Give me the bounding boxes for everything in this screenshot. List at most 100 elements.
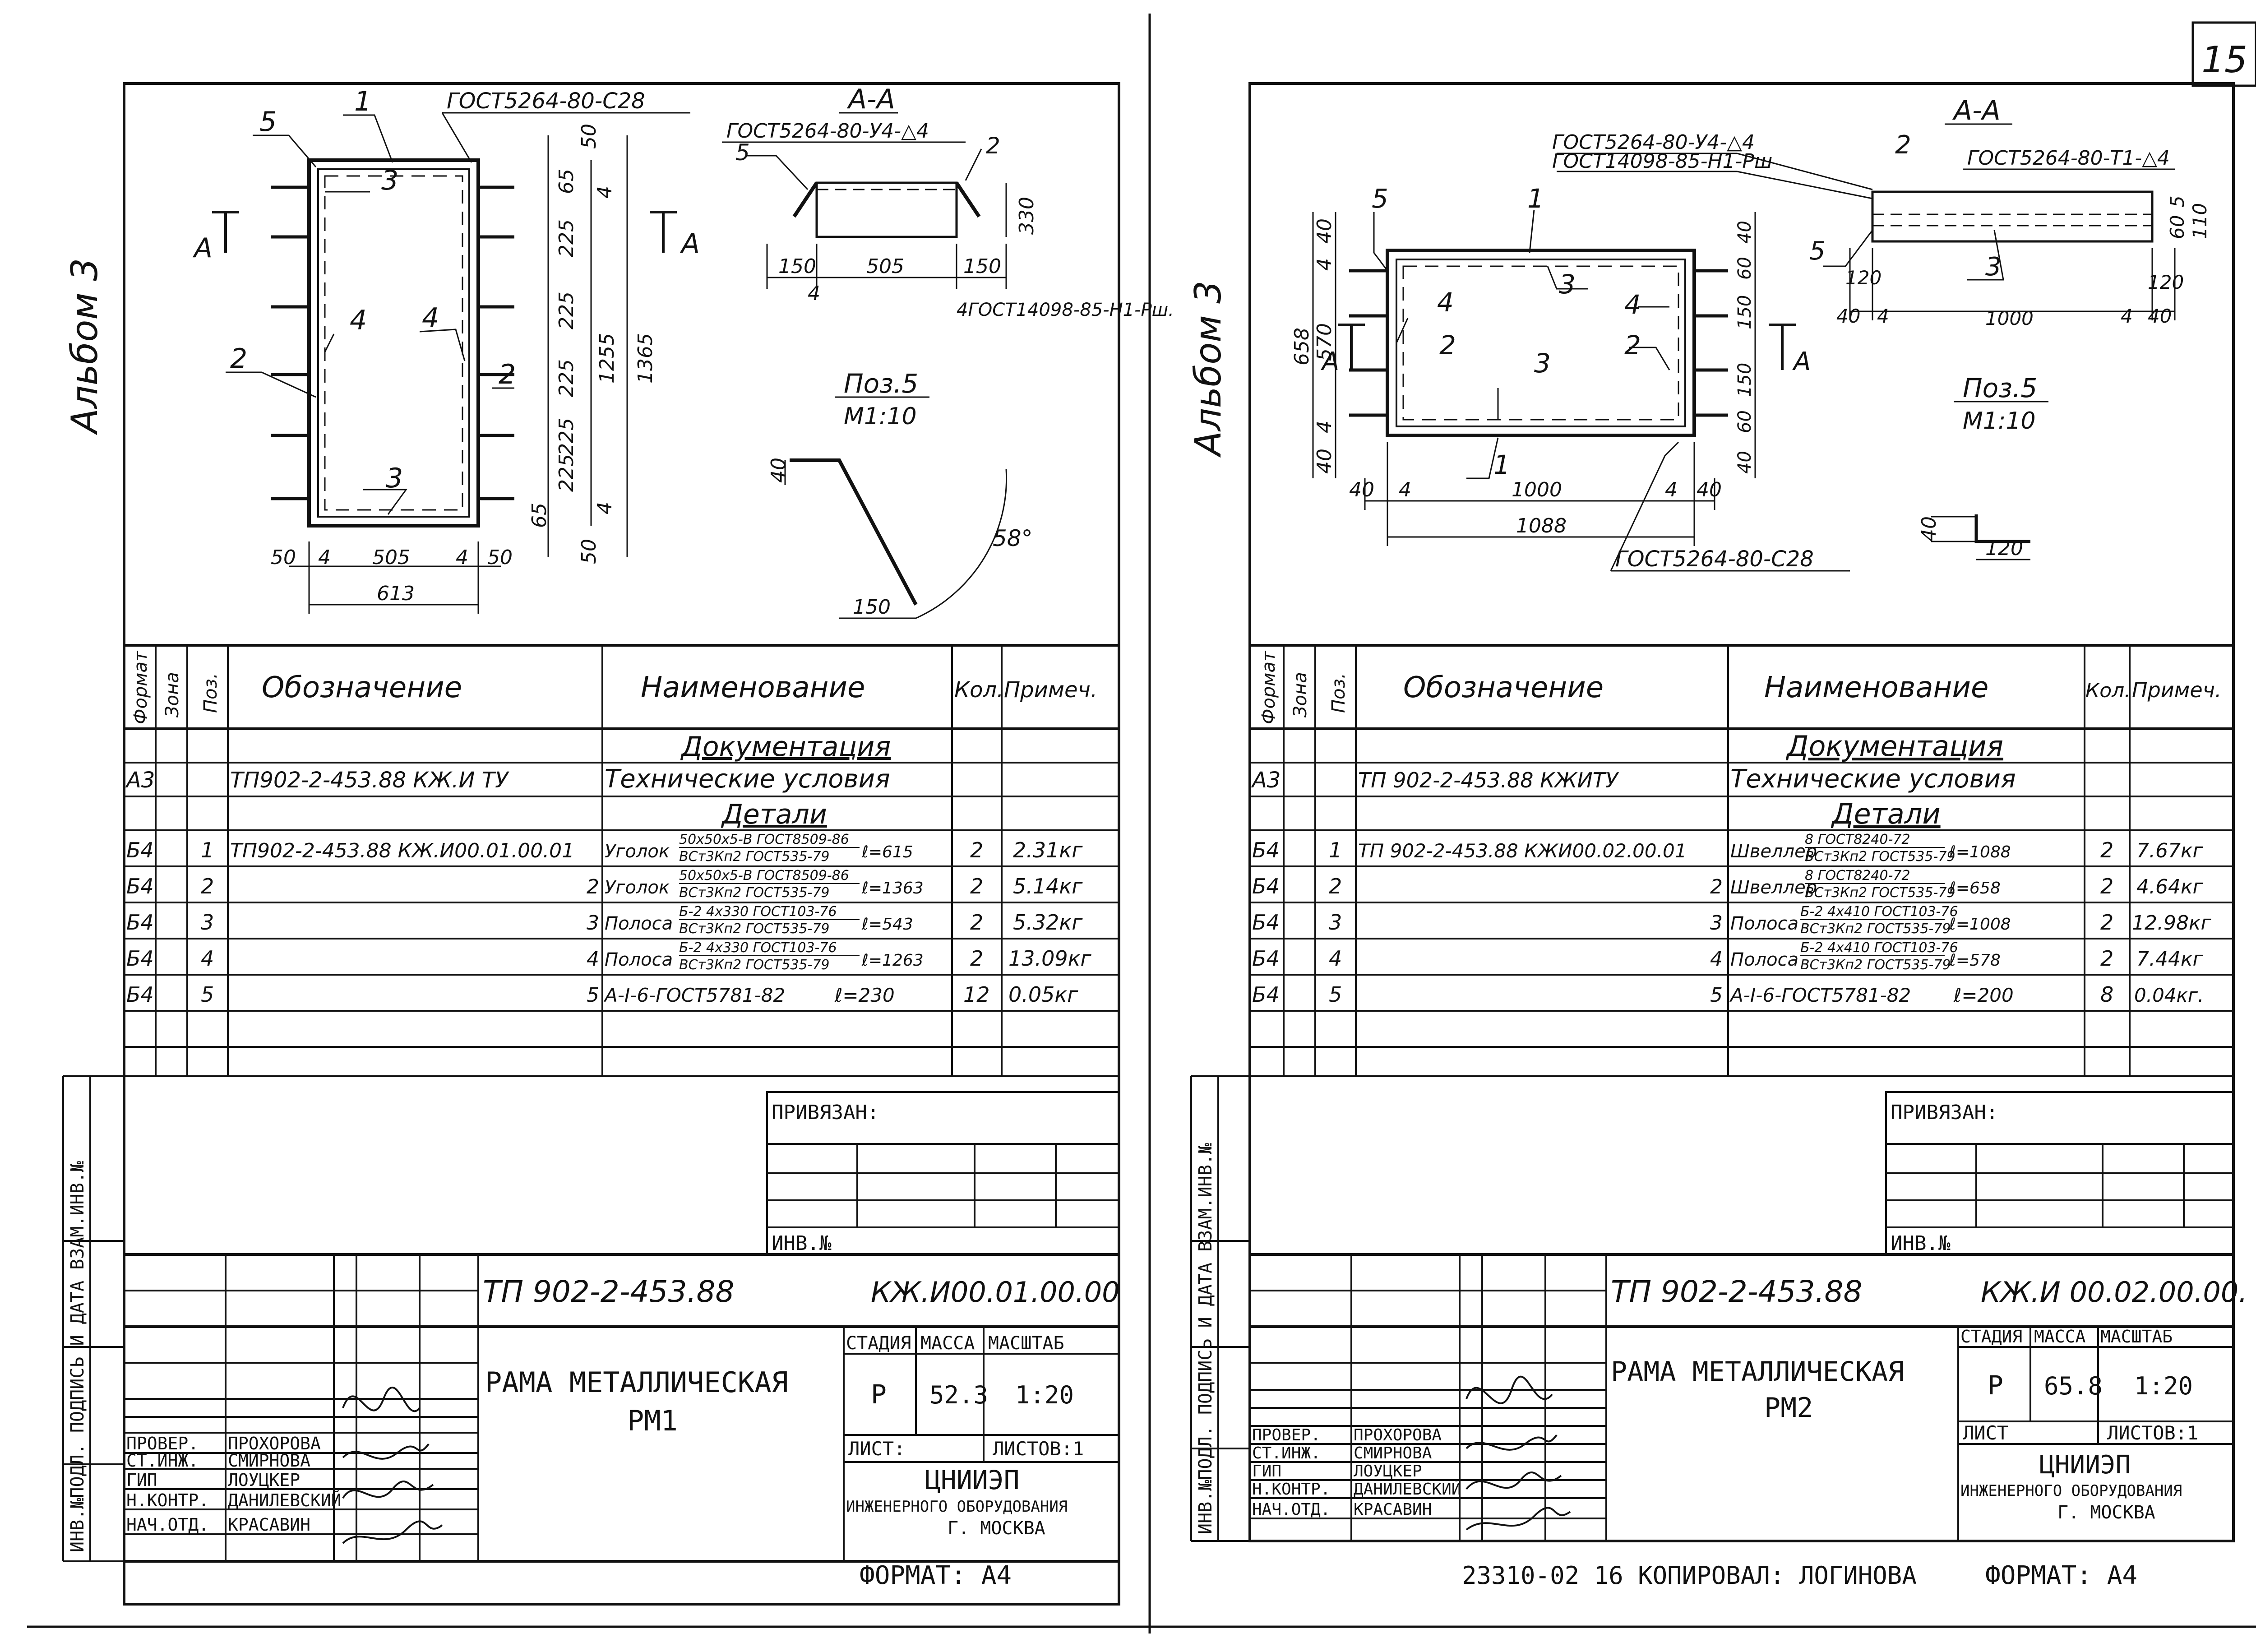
bottom-dimensions-rm1: 50 4 505 4 50 613 <box>271 546 513 605</box>
right-dimensions-rm2: 40 60 150 150 60 40 <box>1734 221 1755 474</box>
role-name: ЛОУЦКЕР <box>1354 1462 1422 1481</box>
row-pos: 5 <box>1329 982 1342 1007</box>
dim: 570 <box>1313 323 1336 361</box>
header-name: Наименование <box>641 671 865 704</box>
header-designation: Обозначение <box>1403 671 1604 704</box>
row-spec-top: Б-2 4х330 ГОСТ103-76 <box>679 940 837 956</box>
section-aa-rm1: А-А ГОСТ5264-80-У4-△4 5 2 150 505 <box>722 83 1174 320</box>
scale-label: МАСШТАБ <box>988 1333 1064 1354</box>
row-pos: 1 <box>1329 838 1342 862</box>
row-spec-top: Б-2 4х410 ГОСТ103-76 <box>1800 940 1958 956</box>
dim: 50 <box>578 539 601 564</box>
row-format: Б4 <box>1252 982 1280 1007</box>
title-line-2: РМ1 <box>627 1404 678 1437</box>
doc-format: А3 <box>125 768 155 793</box>
dim: 40 <box>767 458 790 483</box>
stage-value: Р <box>1988 1370 2003 1401</box>
table-row: Б4 3 3 Полоса Б-2 4х330 ГОСТ103-76 ВСт3К… <box>126 904 1083 937</box>
dim: 1000 <box>1512 478 1562 501</box>
row-designation: 2 <box>587 875 599 898</box>
dim: 225 <box>555 359 578 397</box>
row-name: Швеллер <box>1730 877 1817 898</box>
header-format: Формат <box>1258 650 1279 724</box>
row-qty: 2 <box>970 838 983 862</box>
role: НАЧ.ОТД. <box>126 1515 209 1535</box>
doc-format: А3 <box>1251 768 1281 793</box>
row-pos: 4 <box>1329 946 1342 971</box>
sheet-label: ЛИСТ <box>1963 1422 2008 1444</box>
row-note: 5.32кг <box>1013 910 1083 935</box>
scale-value: 1:20 <box>1015 1381 1074 1409</box>
dim: 4 <box>1313 421 1336 433</box>
doc-name: Технические условия <box>605 764 890 794</box>
header-designation: Обозначение <box>262 671 462 704</box>
role: ГИП <box>1252 1462 1281 1481</box>
row-spec-bottom: ВСт3Кп2 ГОСТ535-79 <box>679 849 830 865</box>
doc-code: КЖ.И 00.02.00.00. <box>1981 1276 2247 1309</box>
pos-label: 2 <box>1439 330 1456 361</box>
pos-label: 4 <box>422 302 439 334</box>
detail-scale: М1:10 <box>1963 407 2036 435</box>
weld-note-top-1: ГОСТ5264-80-У4-△4 <box>1552 131 1755 154</box>
org-line-2: ИНЖЕНЕРНОГО ОБОРУДОВАНИЯ <box>1960 1482 2182 1500</box>
table-row: Б4 5 5 А-I-6-ГОСТ5781-82 ℓ=230 12 0.05кг <box>126 982 1078 1007</box>
row-name: Полоса <box>605 949 673 970</box>
header-zone: Зона <box>1290 672 1311 717</box>
table-row: Б4 3 3 Полоса Б-2 4х410 ГОСТ103-76 ВСт3К… <box>1252 904 2212 937</box>
row-length: ℓ=615 <box>861 843 913 861</box>
sheet-label: ЛИСТ: <box>848 1438 905 1460</box>
dim: 50 <box>487 546 513 569</box>
dim: 658 <box>1290 328 1313 366</box>
dim: 60 <box>2166 215 2188 239</box>
row-note: 2.31кг <box>1013 838 1083 862</box>
row-note: 7.67кг <box>2136 839 2204 862</box>
pos-label: 2 <box>230 343 247 375</box>
dim: 1365 <box>634 333 657 384</box>
dim: 613 <box>377 582 415 605</box>
role: Н.КОНТР. <box>126 1490 209 1510</box>
role-name: ДАНИЛЕВСКИЙ <box>228 1490 342 1510</box>
row-qty: 8 <box>2100 982 2113 1007</box>
row-qty: 12 <box>963 982 990 1007</box>
dim: 4 <box>1877 305 1889 327</box>
pos-label: 1 <box>1527 183 1544 214</box>
roles-rm1: ПРОВЕР. ПРОХОРОВА СТ.ИНЖ. СМИРНОВА ГИП Л… <box>126 1434 342 1535</box>
dim: 505 <box>866 255 904 278</box>
doc-designation: ТП 902-2-453.88 КЖИТУ <box>1358 768 1619 792</box>
title-line-1: РАМА МЕТАЛЛИЧЕСКАЯ <box>1611 1356 1904 1388</box>
pos-label: 5 <box>735 139 750 166</box>
detail-title: Поз.5 <box>844 368 918 399</box>
frame-plan-rm1: А А ГОСТ5264-80-С28 5 1 3 4 4 2 2 3 50 <box>192 86 700 614</box>
dim: 150 <box>853 596 891 619</box>
row-pos: 3 <box>1329 910 1342 935</box>
table-row: Б4 4 4 Полоса Б-2 4х330 ГОСТ103-76 ВСт3К… <box>126 940 1091 973</box>
sheet-rm2: Альбом 3 А А <box>1187 82 2247 1590</box>
row-spec-bottom: ВСт3Кп2 ГОСТ535-79 <box>679 957 830 973</box>
row-qty: 2 <box>2100 838 2113 862</box>
cut-mark-right: А <box>680 228 700 259</box>
dim: 4 <box>1313 258 1336 271</box>
dim: 60 <box>1734 257 1755 280</box>
row-format: Б4 <box>126 982 154 1007</box>
row-designation: 3 <box>1710 912 1723 935</box>
row-designation: 5 <box>587 984 599 1007</box>
row-format: Б4 <box>1252 838 1280 862</box>
detail-poz5-rm2: Поз.5 М1:10 40 120 <box>1918 373 2048 560</box>
inv-label: ИНВ.№ <box>1891 1232 1951 1255</box>
table-row: Б4 1 ТП 902-2-453.88 КЖИ00.02.00.01 Швел… <box>1252 832 2204 865</box>
row-spec-bottom: ВСт3Кп2 ГОСТ535-79 <box>679 921 830 937</box>
right-dimensions-rm1: 50 65 225 225 225 225 225 65 50 4 4 1255… <box>528 124 657 564</box>
mass-label: МАССА <box>2034 1327 2086 1347</box>
dim: 1255 <box>596 333 619 384</box>
row-designation: 3 <box>587 912 599 935</box>
row-designation: ТП902-2-453.88 КЖ.И00.01.00.01 <box>230 839 574 862</box>
pos-label: 5 <box>1809 236 1826 266</box>
dim: 40 <box>1734 451 1755 474</box>
project-code: ТП 902-2-453.88 <box>483 1274 734 1309</box>
pos-label: 3 <box>386 463 403 494</box>
dim: 120 <box>2148 271 2184 293</box>
section-parts: Детали <box>1831 797 1941 830</box>
table-row: Б4 2 2 Уголок 50х50х5-В ГОСТ8509-86 ВСт3… <box>126 868 1083 901</box>
org-line-2: ИНЖЕНЕРНОГО ОБОРУДОВАНИЯ <box>846 1498 1068 1516</box>
